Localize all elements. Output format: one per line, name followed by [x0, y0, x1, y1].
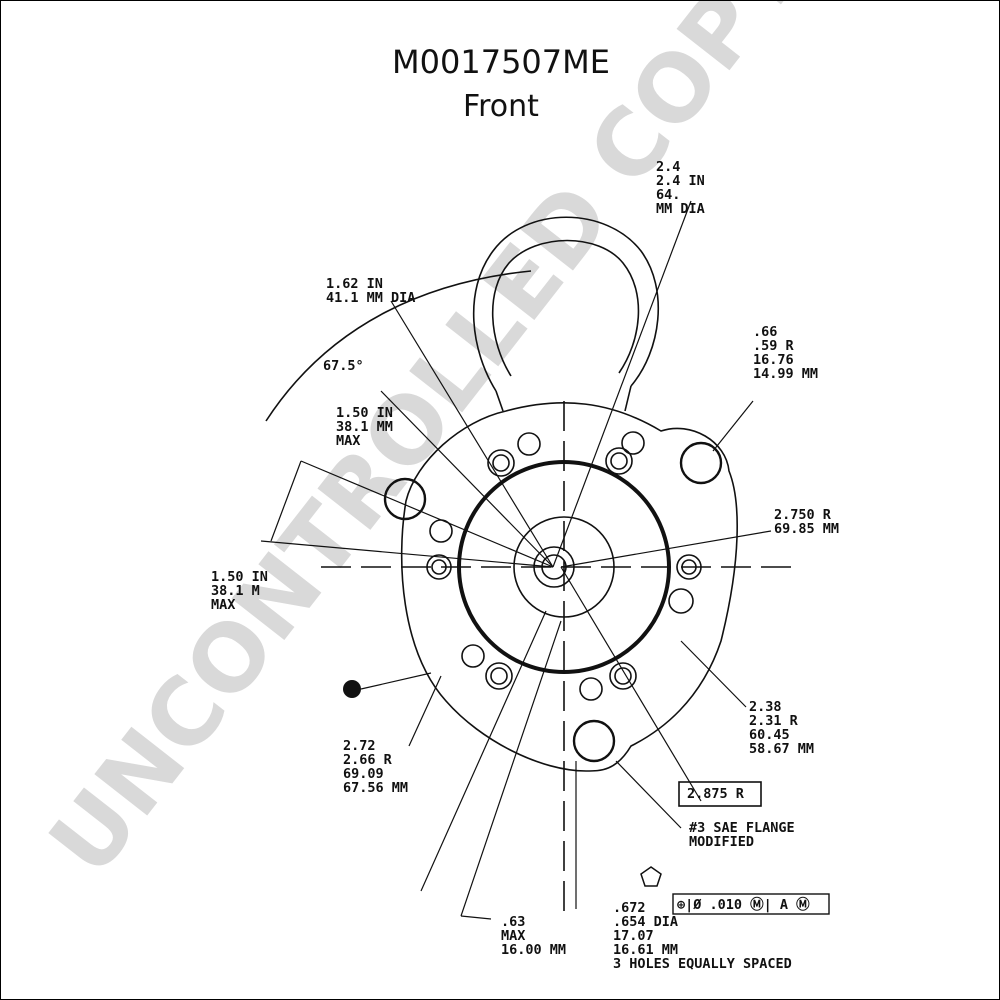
bolt-hole-inner	[610, 452, 628, 470]
svg-text:.654 DIA: .654 DIA	[613, 914, 678, 930]
main-pilot-circle	[457, 460, 671, 674]
tolerance-frame	[672, 893, 830, 915]
svg-text:60.45: 60.45	[749, 727, 790, 743]
bolt-hole-inner	[614, 667, 632, 685]
bolt-hole	[461, 644, 485, 668]
annotation-radius-lower-right: 2.38 2.31 R 60.45 58.67 MM	[749, 699, 814, 757]
annotation-top-dia: 2.4 2.4 IN 64. MM DIA	[656, 159, 705, 217]
svg-text:2.38: 2.38	[749, 699, 782, 715]
svg-text:38.1 MM: 38.1 MM	[336, 419, 393, 435]
top-lobe-inner	[491, 239, 640, 377]
svg-text:MM DIA: MM DIA	[656, 201, 705, 217]
drawing-subtitle: Front	[463, 89, 539, 124]
flange-hole-top-right	[679, 441, 723, 485]
svg-text:2.31 R: 2.31 R	[749, 713, 799, 729]
annotation-max-bottom: .63 MAX 16.00 MM	[501, 914, 566, 958]
top-lobe-outer	[472, 216, 659, 392]
flange-hole-left	[383, 477, 427, 521]
annotation-tolerance: ⊕|Ø .010 Ⓜ| A Ⓜ	[677, 896, 810, 913]
annotation-angle: 67.5°	[323, 358, 364, 374]
shaft-inner-circle	[541, 554, 567, 580]
inner-circle	[513, 516, 615, 618]
svg-text:69.85 MM: 69.85 MM	[774, 521, 839, 537]
svg-text:.672: .672	[613, 900, 646, 916]
bolt-hole	[485, 662, 513, 690]
bolt-hole	[621, 431, 645, 455]
svg-text:2.72: 2.72	[343, 738, 376, 754]
bolt-hole-inner	[492, 454, 510, 472]
annotation-radius-top-right: .66 .59 R 16.76 14.99 MM	[753, 324, 818, 382]
svg-text:16.00 MM: 16.00 MM	[501, 942, 566, 958]
svg-text:MAX: MAX	[211, 597, 235, 613]
bolt-hole-inner	[490, 667, 508, 685]
flange-hole-bottom	[572, 719, 616, 763]
svg-text:.63: .63	[501, 914, 525, 930]
bolt-hole	[609, 662, 637, 690]
bolt-hole	[668, 588, 694, 614]
datum-symbol	[343, 680, 361, 698]
svg-text:38.1 M: 38.1 M	[211, 583, 260, 599]
shaft-outer-circle	[533, 546, 575, 588]
annotation-radius-right: 2.750 R 69.85 MM	[774, 507, 839, 537]
svg-text:67.56 MM: 67.56 MM	[343, 780, 408, 796]
svg-text:16.61 MM: 16.61 MM	[613, 942, 678, 958]
bolt-hole	[517, 432, 541, 456]
annotation-holes: .672 .654 DIA 17.07 16.61 MM 3 HOLES EQU…	[613, 900, 792, 972]
annotation-max-left-a: 1.50 IN 38.1 MM MAX	[336, 405, 393, 449]
svg-text:.59 R: .59 R	[753, 338, 795, 354]
svg-text:2.750 R: 2.750 R	[774, 507, 832, 523]
svg-text:3 HOLES EQUALLY SPACED: 3 HOLES EQUALLY SPACED	[613, 956, 792, 972]
svg-text:17.07: 17.07	[613, 928, 654, 944]
svg-text:1.50 IN: 1.50 IN	[211, 569, 268, 585]
boxed-radius-frame	[678, 781, 762, 807]
drawing-title: M0017507ME	[392, 43, 610, 81]
bolt-hole-inner	[681, 559, 697, 575]
svg-text:2.4: 2.4	[656, 159, 680, 175]
svg-text:64.: 64.	[656, 187, 680, 203]
svg-text:#3 SAE FLANGE: #3 SAE FLANGE	[689, 820, 795, 836]
annotation-pilot-dia: 1.62 IN 41.1 MM DIA	[326, 276, 415, 306]
svg-text:1.62 IN: 1.62 IN	[326, 276, 383, 292]
svg-text:MODIFIED: MODIFIED	[689, 834, 754, 850]
svg-text:MAX: MAX	[501, 928, 525, 944]
annotation-radius-lower-left: 2.72 2.66 R 69.09 67.56 MM	[343, 738, 408, 796]
svg-text:69.09: 69.09	[343, 766, 384, 782]
svg-text:MAX: MAX	[336, 433, 360, 449]
bolt-hole	[426, 554, 452, 580]
bolt-hole-inner	[431, 559, 447, 575]
annotation-flange: #3 SAE FLANGE MODIFIED	[689, 820, 795, 850]
svg-text:2.4 IN: 2.4 IN	[656, 173, 705, 189]
angle-arc	[265, 270, 532, 422]
watermark-text: UNCONTROLLED COPY	[29, 1, 825, 895]
bolt-hole	[676, 554, 702, 580]
svg-text:41.1 MM DIA: 41.1 MM DIA	[326, 290, 415, 306]
svg-text:16.76: 16.76	[753, 352, 794, 368]
svg-text:58.67 MM: 58.67 MM	[749, 741, 814, 757]
bolt-hole	[605, 447, 633, 475]
annotation-boxed-radius: 2.875 R	[687, 786, 745, 802]
pentagon-symbol	[640, 866, 662, 887]
housing-outline	[400, 402, 738, 772]
annotation-max-left-b: 1.50 IN 38.1 M MAX	[211, 569, 268, 613]
bolt-hole	[487, 449, 515, 477]
svg-text:.66: .66	[753, 324, 777, 340]
bolt-hole	[579, 677, 603, 701]
svg-text:1.50 IN: 1.50 IN	[336, 405, 393, 421]
svg-text:2.66 R: 2.66 R	[343, 752, 393, 768]
svg-text:14.99 MM: 14.99 MM	[753, 366, 818, 382]
starter-outline	[260, 200, 801, 920]
